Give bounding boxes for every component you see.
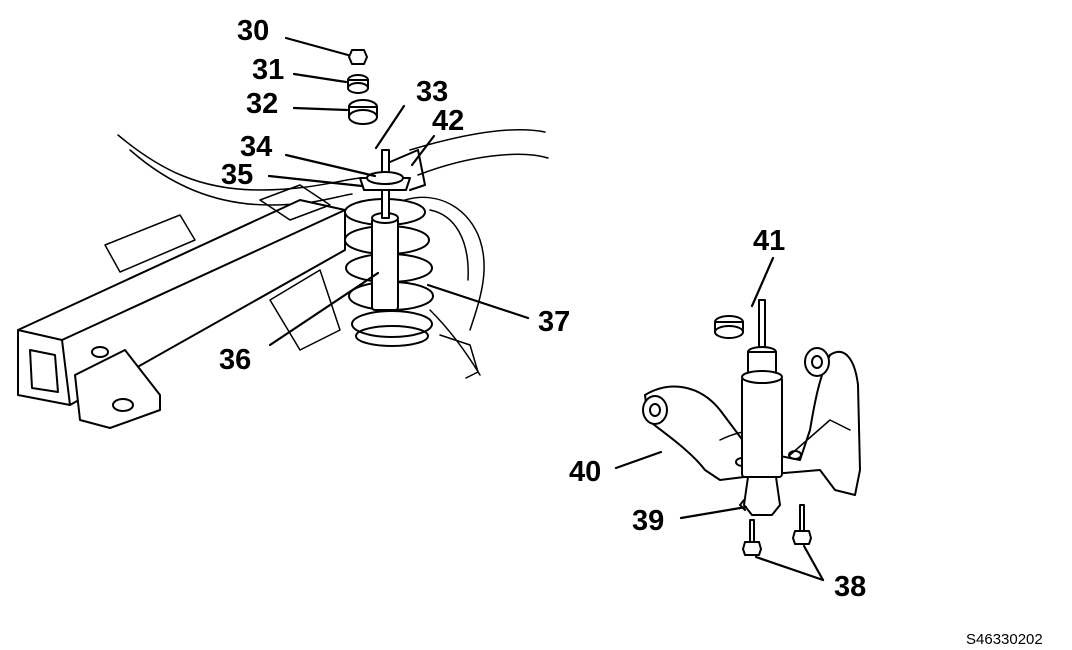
- frame-assembly: [17, 129, 549, 429]
- callout-40: 40: [569, 456, 601, 488]
- callout-34: 34: [240, 131, 272, 163]
- callout-30: 30: [237, 15, 269, 47]
- callout-37: 37: [538, 306, 570, 338]
- callout-32: 32: [246, 88, 278, 120]
- callout-36: 36: [219, 344, 251, 376]
- callout-31: 31: [252, 54, 284, 86]
- callout-42: 42: [432, 105, 464, 137]
- callout-33: 33: [416, 76, 448, 108]
- shock-absorber-removed: [714, 299, 783, 516]
- callout-38: 38: [834, 571, 866, 603]
- shock-absorber-installed: [359, 149, 426, 311]
- callout-41: 41: [753, 225, 785, 257]
- leader-lines: [267, 36, 825, 582]
- bolts-38: [742, 504, 812, 556]
- lower-control-arm: [642, 347, 861, 496]
- mount-hardware-stack: [347, 49, 378, 125]
- callout-39: 39: [632, 505, 664, 537]
- callout-35: 35: [221, 159, 253, 191]
- callout-labels: 30 31 32 33 34 35 42 36 37 41 40 39 38: [219, 15, 866, 603]
- figure-id: S46330202: [966, 631, 1043, 648]
